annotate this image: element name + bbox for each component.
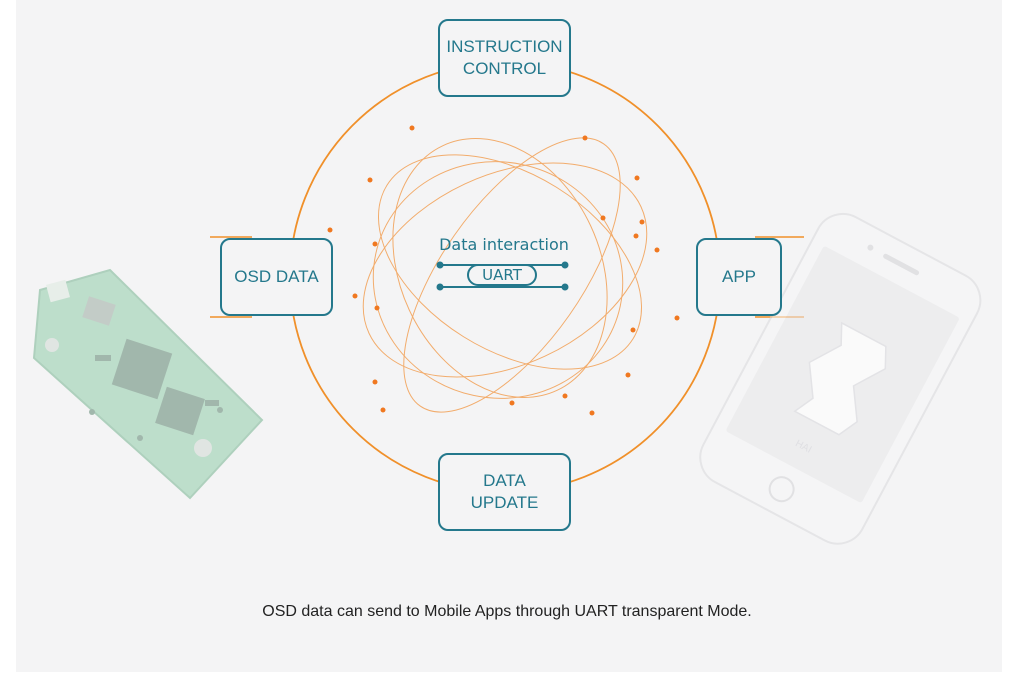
uart-link-bottom bbox=[436, 283, 569, 291]
smartphone-image: HAI bbox=[699, 213, 982, 545]
app-box: APP bbox=[696, 238, 782, 316]
data-interaction-label: Data interaction bbox=[439, 235, 569, 254]
orbit-dots bbox=[327, 125, 680, 416]
uart-pill: UART bbox=[467, 264, 537, 286]
caption-text: OSD data can send to Mobile Apps through… bbox=[262, 603, 752, 620]
inner-orbits bbox=[362, 137, 648, 413]
data-update-box: DATA UPDATE bbox=[438, 453, 571, 531]
instruction-control-box: INSTRUCTION CONTROL bbox=[438, 19, 571, 97]
osd-board-image bbox=[32, 268, 264, 500]
osd-data-box: OSD DATA bbox=[220, 238, 333, 316]
